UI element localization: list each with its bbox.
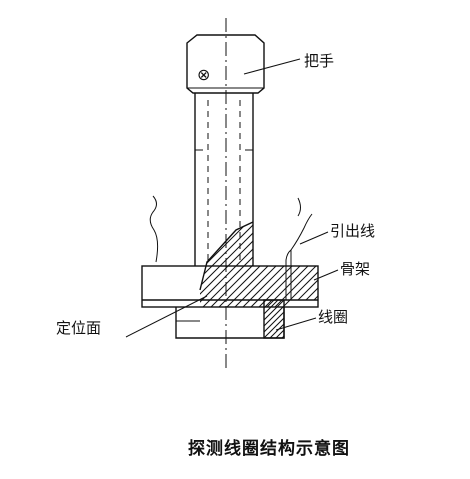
handle-mark-icon: ⊗ <box>197 65 210 84</box>
label-bobbin: 骨架 <box>340 260 370 278</box>
coil-hatch-line <box>264 300 273 309</box>
hatch-line <box>205 222 317 307</box>
leader-lead-wire <box>299 231 329 245</box>
probe-shaft <box>194 93 254 266</box>
bobbin-hatch <box>70 210 470 320</box>
leader-coil <box>275 317 317 331</box>
hatch-line <box>200 222 245 307</box>
hatch-line <box>200 222 285 307</box>
hatch-line <box>70 210 180 320</box>
hatch-line <box>200 222 277 307</box>
handle-part: ⊗ <box>186 34 265 94</box>
hatch-line <box>78 210 188 320</box>
bobbin-outline <box>199 221 254 291</box>
hatch-line <box>200 222 293 307</box>
coil-section <box>263 299 285 339</box>
label-locating-face: 定位面 <box>56 319 101 337</box>
label-lead-wire: 引出线 <box>330 222 375 240</box>
hatch-line <box>374 210 470 320</box>
leader-handle <box>243 58 301 75</box>
wire-squiggle-right <box>297 197 301 217</box>
hatch-line <box>200 222 253 307</box>
hatch-line <box>86 210 196 320</box>
coil-hatch-line <box>264 300 284 321</box>
wire-squiggle-left <box>149 195 159 263</box>
hatch-line <box>366 210 470 320</box>
hatch-line <box>269 222 318 307</box>
coil-hatch-line <box>264 317 284 338</box>
hatch-line <box>221 222 318 307</box>
diagram-caption: 探测线圈结构示意图 <box>188 438 350 459</box>
hatch-line <box>229 222 318 307</box>
leader-locating-face <box>125 295 208 338</box>
lead-wire-path <box>285 213 313 300</box>
label-handle: 把手 <box>304 52 334 70</box>
coil-hatch-line <box>275 329 284 338</box>
coil-hatch-line <box>269 323 284 338</box>
coil-hatch-line <box>281 335 284 338</box>
locating-base <box>141 265 319 339</box>
coil-hatch-line <box>264 300 279 315</box>
leader-bobbin <box>313 269 339 281</box>
hatch-line <box>200 222 229 307</box>
hatch-line <box>200 222 269 307</box>
label-coil: 线圈 <box>318 308 348 326</box>
hatch-line <box>200 222 205 307</box>
hatch-line <box>200 222 221 307</box>
coil-hatch-line <box>264 311 284 333</box>
coil-hatch-line <box>264 305 284 327</box>
hatch-line <box>382 210 470 320</box>
